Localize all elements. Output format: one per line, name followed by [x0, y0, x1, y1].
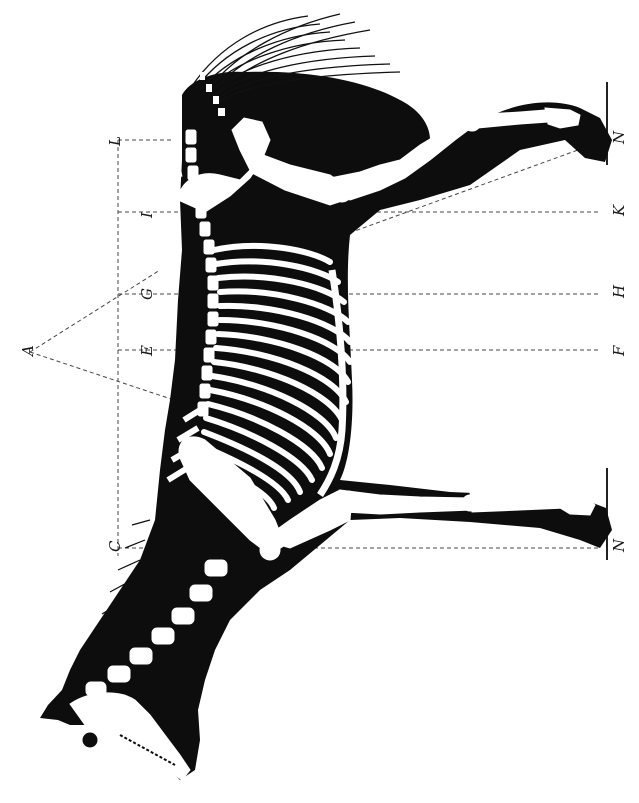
label-C: C [106, 540, 124, 552]
label-E: E [138, 345, 156, 357]
label-N-right: N [610, 130, 628, 145]
label-K: K [610, 204, 628, 217]
label-I: I [138, 211, 156, 219]
guide-diag-upper [30, 270, 160, 352]
label-L: L [106, 136, 124, 147]
label-A: A [19, 345, 37, 358]
guide-diag-lower [30, 352, 180, 402]
label-H: H [610, 284, 628, 299]
label-N-left: N [610, 538, 628, 553]
label-F: F [610, 345, 628, 357]
label-G: G [138, 288, 156, 300]
